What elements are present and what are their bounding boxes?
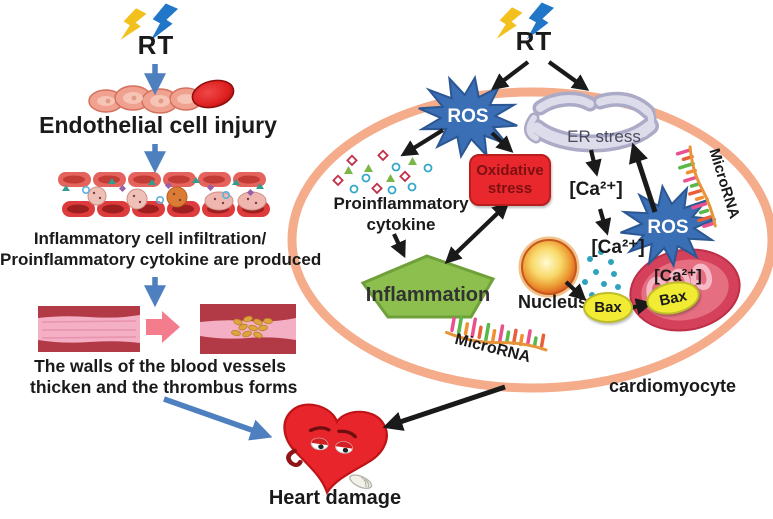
proinflammatory-cytokine-icons xyxy=(332,149,433,195)
ros-label-mid: ROS xyxy=(647,217,689,238)
calcium-label-2: [Ca²⁺] xyxy=(591,237,645,258)
oxidative-stress-line2: stress xyxy=(487,180,533,197)
thrombus-icon xyxy=(231,315,273,339)
microrna-strand-bottom-icon xyxy=(445,316,548,352)
nucleus-label: Nucleus xyxy=(517,292,589,312)
oxidative-stress-box: Oxidative stress xyxy=(469,154,551,206)
vessel-walls-label-line2: thicken and the thrombus forms xyxy=(30,377,298,397)
calcium-label-1: [Ca²⁺] xyxy=(569,179,623,200)
cardiomyocyte-label: cardiomyocyte xyxy=(608,376,737,396)
er-organelle-icon xyxy=(524,91,659,153)
cytokine-particles-icons xyxy=(62,177,264,191)
infiltration-label-line2: Proinflammatory cytokine are produced xyxy=(0,250,322,269)
inflammatory-cells-icons xyxy=(62,177,267,211)
proinflammatory-label-line2: cytokine xyxy=(366,215,436,234)
microrna-strand-side-icon xyxy=(675,145,717,229)
inflammation-pentagon xyxy=(360,254,496,319)
bax-oval-1: Bax xyxy=(583,292,633,323)
calcium-label-3: [Ca²⁺] xyxy=(654,266,702,285)
nucleus-icon xyxy=(518,236,580,298)
endothelial-injury-label: Endothelial cell injury xyxy=(39,112,277,138)
inflamed-vessel-illustration xyxy=(58,172,270,217)
rt-label-left: RT xyxy=(137,30,175,60)
proinflammatory-label-line1: Proinflammatory xyxy=(333,194,469,213)
vessel-walls-label-line1: The walls of the blood vessels xyxy=(34,356,286,376)
ros-label-top: ROS xyxy=(447,106,489,127)
bax-label-1: Bax xyxy=(594,299,622,316)
inflammation-label: Inflammation xyxy=(365,284,491,306)
oxidative-stress-line1: Oxidative xyxy=(476,162,544,179)
heart-character-icon xyxy=(283,403,388,495)
bax-label-2: Bax xyxy=(657,286,689,310)
progression-arrow-icon xyxy=(146,311,180,343)
er-stress-label: ER stress xyxy=(567,127,641,146)
rt-label-right: RT xyxy=(515,26,553,56)
endothelial-cells-illustration xyxy=(88,79,235,114)
infiltration-label-line1: Inflammatory cell infiltration/ xyxy=(33,229,267,248)
heart-damage-label: Heart damage xyxy=(268,487,402,509)
vessel-walls-illustration xyxy=(38,304,296,354)
